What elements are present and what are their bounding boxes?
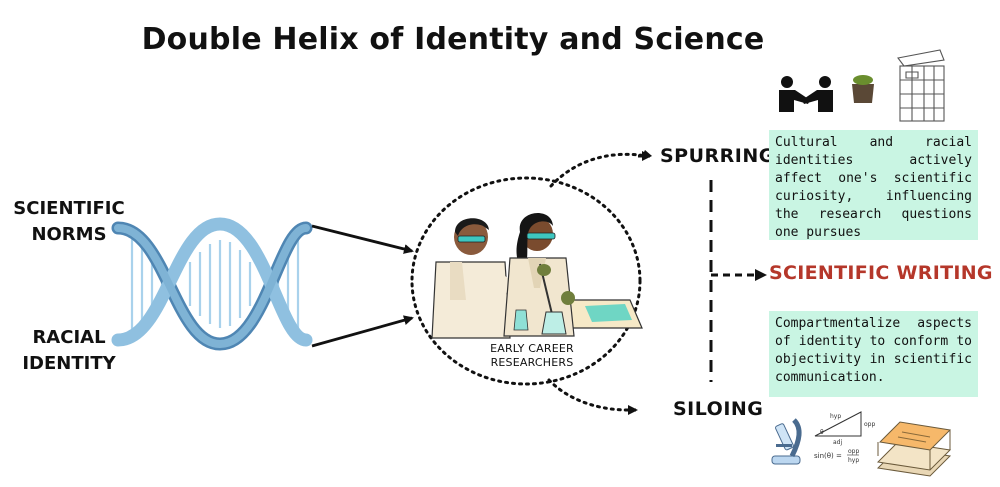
- building-icon: [897, 49, 945, 122]
- trig-formula-den: hyp: [848, 457, 859, 464]
- arrow-to-siloing: [547, 378, 630, 412]
- handshake-icon: [779, 76, 833, 112]
- dna-helix-icon: [111, 217, 313, 351]
- researchers-caption: EARLY CAREER RESEARCHERS: [490, 342, 574, 369]
- trig-hyp-label: hyp: [830, 413, 841, 420]
- diagram-title: Double Helix of Identity and Science: [141, 22, 765, 57]
- trig-formula-left: sin(θ) =: [814, 452, 842, 460]
- trig-opp-label: opp: [864, 421, 875, 428]
- paper-stack-icon: [876, 421, 952, 477]
- trig-adj-label: adj: [833, 439, 842, 446]
- arrow-norms-to-researchers: [311, 224, 414, 254]
- plant-pot-icon: [852, 75, 874, 103]
- label-racial-identity: RACIAL IDENTITY: [22, 327, 116, 374]
- arrow-identity-to-researchers: [311, 315, 414, 348]
- siloing-description-box: Compartmentalize aspects of identity to …: [769, 311, 978, 397]
- scientists-illustration: [431, 213, 643, 339]
- trig-theta-label: θ: [820, 429, 824, 436]
- microscope-icon: [771, 418, 802, 465]
- arrow-to-spurring: [549, 152, 649, 188]
- label-siloing: SILOING: [673, 398, 764, 420]
- label-spurring: SPURRING: [660, 145, 775, 167]
- researchers-circle: [410, 176, 642, 386]
- label-scientific-norms: SCIENTIFIC NORMS: [13, 198, 125, 245]
- trig-formula-icon: hyp opp adj θ sin(θ) = opp hyp: [814, 411, 875, 464]
- label-scientific-writing: SCIENTIFIC WRITING: [769, 262, 993, 284]
- trig-formula-num: opp: [848, 448, 859, 455]
- spurring-description-box: Cultural and racial identities actively …: [769, 130, 978, 240]
